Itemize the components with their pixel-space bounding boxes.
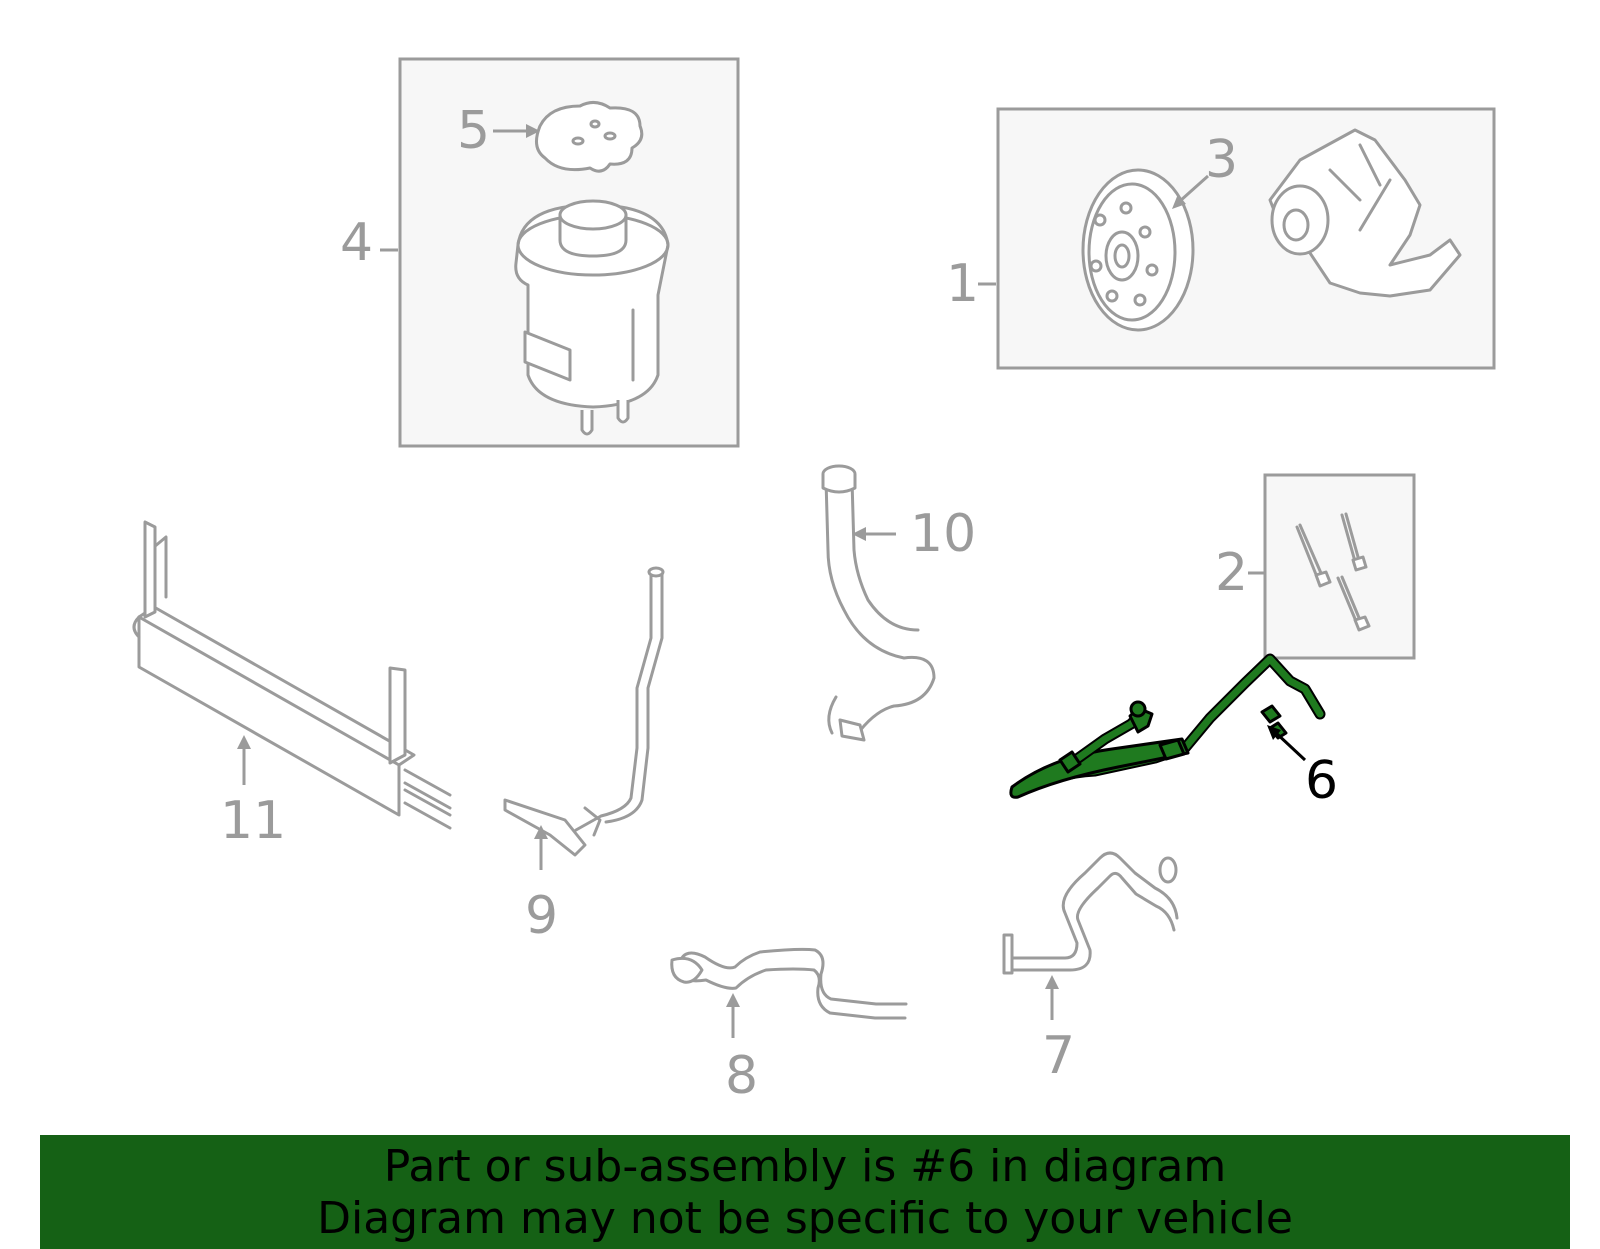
banner-line-1: Part or sub-assembly is #6 in diagram	[383, 1141, 1227, 1192]
callout-8: 8	[725, 1046, 758, 1106]
reservoir-part-4[interactable]	[514, 199, 670, 436]
callout-1: 1	[946, 254, 979, 314]
callout-9: 9	[525, 886, 558, 946]
leader-lines	[237, 124, 1307, 1038]
callout-10: 10	[910, 504, 976, 564]
callout-5: 5	[457, 101, 490, 161]
banner-line-2: Diagram may not be specific to your vehi…	[317, 1193, 1293, 1244]
callout-11: 11	[220, 791, 286, 851]
line-part-9[interactable]	[503, 566, 665, 857]
callout-7: 7	[1042, 1026, 1075, 1086]
callout-4: 4	[340, 213, 373, 273]
reservoir-cap-part-5[interactable]	[534, 101, 644, 173]
hose-part-6-highlighted[interactable]	[1009, 653, 1326, 799]
info-banner: Part or sub-assembly is #6 in diagram Di…	[40, 1135, 1570, 1249]
bolts-part-2[interactable]	[1295, 512, 1371, 632]
line-part-8[interactable]	[670, 947, 908, 1020]
line-part-7[interactable]	[1002, 851, 1179, 975]
group-box-1	[996, 107, 1496, 370]
pulley-part-3[interactable]	[1081, 168, 1195, 332]
callout-2: 2	[1215, 543, 1248, 603]
group-box-2	[1263, 473, 1416, 660]
cooler-part-11[interactable]	[132, 520, 452, 830]
hose-part-10[interactable]	[821, 464, 936, 742]
callout-3: 3	[1205, 130, 1238, 190]
callout-6: 6	[1305, 751, 1338, 811]
pump-part-1[interactable]	[1268, 128, 1462, 298]
